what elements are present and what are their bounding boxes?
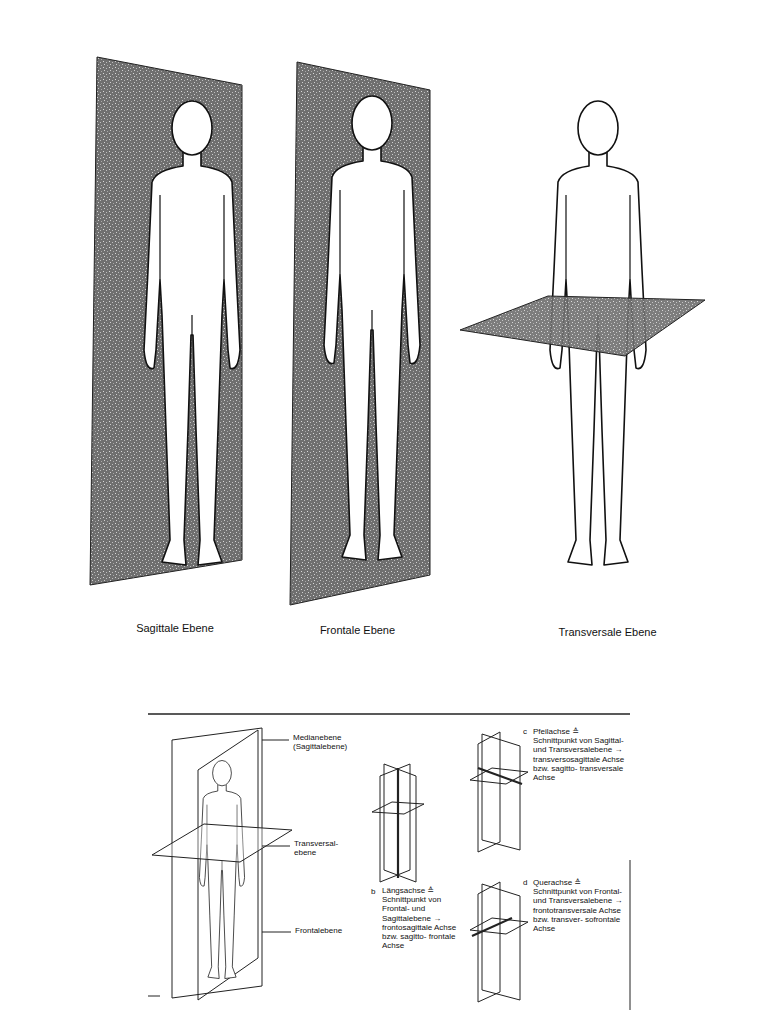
axis-description: Querachse ≙ Schnittpunkt von Frontal- un…: [533, 878, 625, 933]
panel-letter: d: [523, 878, 532, 887]
plane-caption: Sagittale Ebene: [120, 622, 230, 635]
axes-panel: [148, 714, 630, 1010]
frontal-plane-figure: [290, 62, 430, 605]
plane-caption: Transversale Ebene: [545, 626, 670, 639]
panel-letter: c: [523, 727, 532, 736]
plane-label: Medianebene (Sagittalebene): [293, 733, 371, 751]
plane-caption: Frontale Ebene: [300, 624, 415, 637]
sagittal-plane-figure: [90, 57, 242, 585]
plane-label: Transversal- ebene: [294, 839, 346, 857]
axis-description: Längsachse ≙ Schnittpunkt von Frontal- u…: [382, 886, 468, 950]
transversal-plane-figure: [460, 101, 705, 565]
plane-label: Frontalebene: [295, 926, 365, 935]
axis-description: Pfeilachse ≙ Schnittpunkt von Sagittal- …: [533, 727, 625, 782]
panel-letter: b: [371, 887, 380, 896]
